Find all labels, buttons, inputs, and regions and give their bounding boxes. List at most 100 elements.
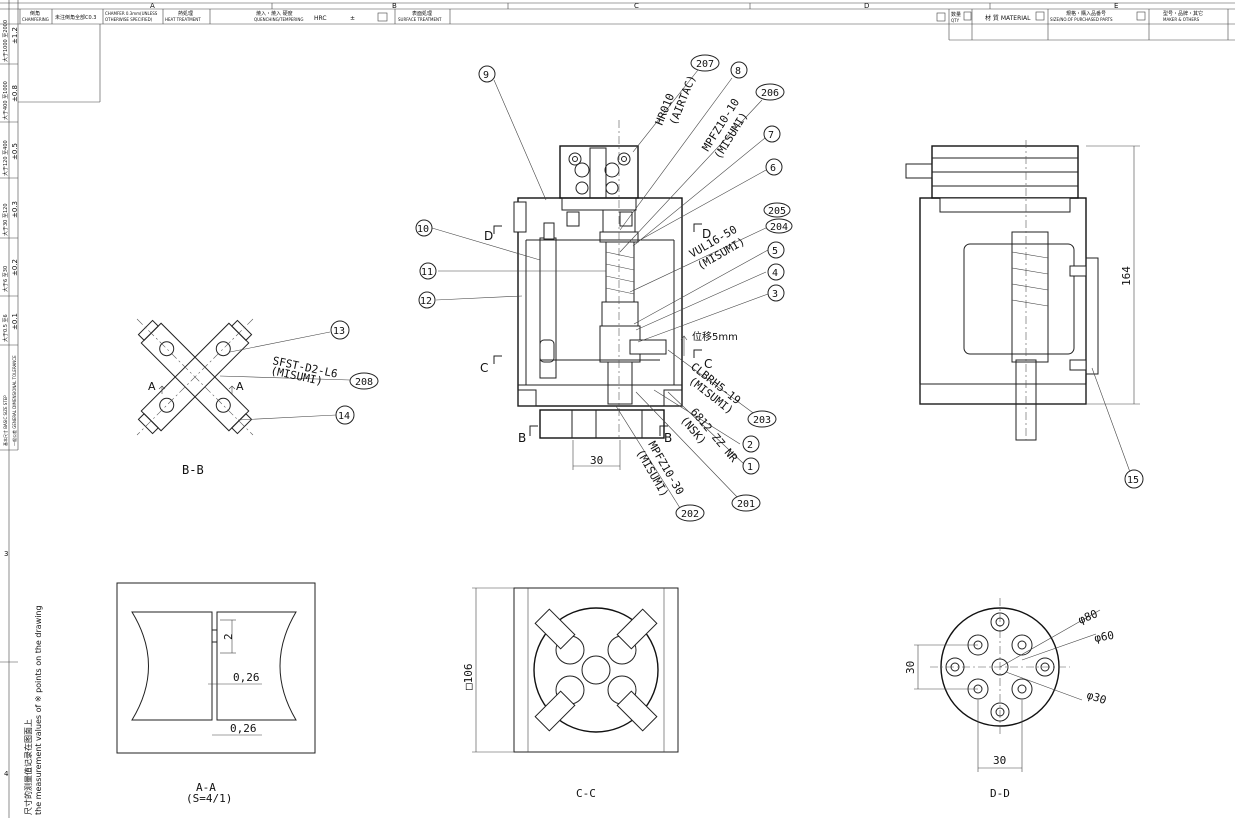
balloon-13: 13 <box>333 326 345 337</box>
heat-label: 熱処理 <box>178 10 193 17</box>
chamfer-label: 倒角 <box>30 10 40 17</box>
front-view: D D C C B B 30 位移5mm <box>480 120 738 470</box>
section-mark-b-right: B <box>664 431 672 445</box>
leader-lines <box>431 69 771 509</box>
balloon-9: 9 <box>483 70 489 81</box>
zone-letter-d: D <box>864 2 869 10</box>
balloon-205: 205 <box>768 206 786 217</box>
balloon-11: 11 <box>421 267 433 278</box>
dim-2: 2 <box>222 633 235 640</box>
title-block: A B C D E 倒角 CHAMFERING 未注倒角全部C0.3 CHAMF… <box>0 2 1235 41</box>
balloon-14: 14 <box>338 411 350 422</box>
dim-164: 164 <box>1120 266 1133 286</box>
balloon-203: 203 <box>753 415 771 426</box>
dim-dd-30-v: 30 <box>904 661 917 674</box>
view-label-bb: B-B <box>182 463 204 477</box>
chamfer-note-en2: OTHERWISE SPECIFIED) <box>105 17 153 22</box>
hrc-label: HRC <box>314 15 327 22</box>
size-label: 規格・購入品番号 <box>1066 10 1106 17</box>
hardening-label-en: QUENCHING/TEMPERING <box>254 17 303 22</box>
balloon-202: 202 <box>681 509 699 520</box>
dim-phi60: φ60 <box>1093 629 1115 645</box>
surface-label-en: SURFACE TREATMENT <box>398 17 442 22</box>
dim-phi30: φ30 <box>1085 688 1108 707</box>
dim-phi80: φ80 <box>1076 607 1099 626</box>
maker-label: 型号・品牌・其它 <box>1163 10 1203 17</box>
tol-value-6: ±0.1 <box>11 313 19 330</box>
zone-letter-a: A <box>150 2 155 10</box>
balloons: 9 207 8 206 7 6 205 204 5 4 3 10 11 12 2… <box>330 54 1144 522</box>
view-bb: SFST-D2-L6 (MISUMI) A A B-B <box>136 318 351 477</box>
side-note-en: the measurement values of ※ points on th… <box>34 605 43 815</box>
section-mark-a-right: A <box>236 380 244 393</box>
view-label-aa-scale: (S=4/1) <box>186 792 232 805</box>
zone-letter-c: C <box>634 2 639 10</box>
tolerance-footer: 一般公差 GENERAL DIMENSIONAL TOLERANCE <box>11 355 17 446</box>
side-view: 164 <box>905 140 1140 473</box>
qty-label-en: QTY <box>951 18 960 23</box>
view-label-dd: D-D <box>990 787 1010 800</box>
dim-106: □106 <box>462 664 475 691</box>
dim-dd-30-h: 30 <box>993 754 1006 767</box>
view-aa: 2 0,26 0,26 A-A (S=4/1) <box>116 582 316 805</box>
hardening-label: 焼入・焼入 硬度 <box>256 10 293 17</box>
dim-026-a: 0,26 <box>233 671 260 684</box>
balloon-6: 6 <box>770 163 776 174</box>
balloon-208: 208 <box>355 377 373 388</box>
balloon-15: 15 <box>1127 475 1139 486</box>
balloon-207: 207 <box>696 59 714 70</box>
section-mark-c-right: C <box>704 357 712 371</box>
tol-value-4: ±0.3 <box>11 201 19 218</box>
side-note-zh: 尺寸的测量值记录在图面上 <box>23 719 33 815</box>
tol-range-4: 大于30 至120 <box>2 204 9 237</box>
section-mark-c-left: C <box>480 361 488 375</box>
tol-range-3: 大于120 至400 <box>2 140 9 176</box>
balloon-5: 5 <box>772 246 778 257</box>
balloon-10: 10 <box>417 224 429 235</box>
view-dd: φ80 φ60 φ30 30 30 D-D <box>904 598 1115 800</box>
balloon-1: 1 <box>747 462 753 473</box>
tol-value-1: ±1.2 <box>11 27 19 44</box>
row-number-4: 4 <box>4 770 9 778</box>
chamfer-note-en1: CHAMFER 0.3mm(UNLESS <box>105 11 158 16</box>
balloon-3: 3 <box>772 289 778 300</box>
balloon-7: 7 <box>768 130 774 141</box>
tol-range-2: 大于400 至1000 <box>2 81 9 120</box>
dim-30-front: 30 <box>590 454 603 467</box>
heat-label-en: HEAT TREATMENT <box>165 17 201 22</box>
balloon-8: 8 <box>735 66 741 77</box>
size-label-en: SIZE/NO.OF PURCHASED PARTS <box>1050 17 1113 22</box>
view-cc: □106 C-C <box>462 587 679 800</box>
view-label-aa: A-A <box>196 781 216 794</box>
material-label: 材 質 MATERIAL <box>985 14 1031 22</box>
front-callouts: HR010 (AIRTAC) MPFZ10-10 (MISUMI) VUL16-… <box>633 73 750 499</box>
balloon-2: 2 <box>747 440 753 451</box>
tol-range-1: 大于1000 至2000 <box>2 20 9 62</box>
section-mark-d-left: D <box>484 229 493 243</box>
surface-label: 表面処理 <box>412 10 432 17</box>
balloon-206: 206 <box>761 88 779 99</box>
tol-range-6: 大于0.5 至6 <box>2 314 9 342</box>
chamfer-label-en: CHAMFERING <box>22 17 49 22</box>
row-number-3: 3 <box>4 550 8 558</box>
chamfer-note: 未注倒角全部C0.3 <box>55 14 96 21</box>
maker-label-en: MAKER & OTHERS <box>1163 17 1200 22</box>
balloon-201: 201 <box>737 499 755 510</box>
stroke-note: 位移5mm <box>692 330 738 343</box>
zone-letter-e: E <box>1114 2 1118 10</box>
view-label-cc: C-C <box>576 787 596 800</box>
dim-026-b: 0,26 <box>230 722 257 735</box>
balloon-204: 204 <box>770 222 788 233</box>
section-mark-d-right: D <box>702 227 711 241</box>
tol-range-5: 大于6 至30 <box>2 266 9 292</box>
balloon-4: 4 <box>772 268 778 279</box>
pm-sign: ± <box>350 15 355 22</box>
tolerance-basic: 基本尺寸 BASIC SIZE STEP <box>2 395 8 446</box>
qty-label: 数量 <box>951 11 961 18</box>
tol-value-2: ±0.8 <box>11 85 19 102</box>
section-mark-a-left: A <box>148 380 156 393</box>
tol-value-5: ±0.2 <box>11 259 19 276</box>
balloon-12: 12 <box>420 296 432 307</box>
zone-letter-b: B <box>392 2 397 10</box>
